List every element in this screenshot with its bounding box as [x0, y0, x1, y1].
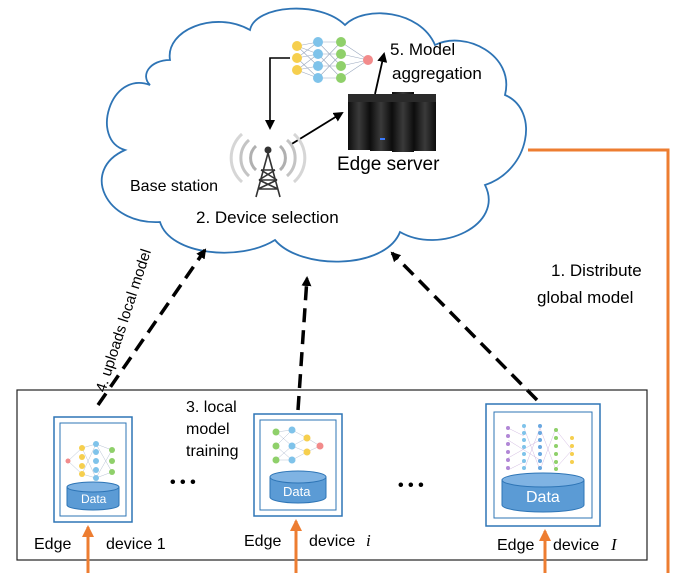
edge-server-label: Edge server — [337, 154, 440, 175]
local-model-nn-icon — [272, 426, 324, 464]
device-i-label: device — [309, 533, 355, 550]
cloud-shape — [100, 7, 527, 263]
edge-device-1: Data — [53, 416, 133, 523]
device-i-edge-label: Edge — [244, 533, 281, 550]
data-label: Data — [81, 492, 107, 506]
data-label: Data — [283, 484, 311, 499]
data-cylinder-icon — [269, 470, 327, 504]
step3-label-line1: 3. local — [186, 399, 237, 416]
model-to-base-arrow — [265, 57, 290, 130]
step2-label: 2. Device selection — [196, 208, 339, 227]
distribute-line — [528, 148, 670, 573]
step5-label-line2: aggregation — [392, 64, 482, 83]
data-label: Data — [526, 489, 560, 506]
step1-label-line1: 1. Distribute — [551, 261, 642, 280]
device-I-edge-label: Edge — [497, 537, 534, 554]
devices-panel — [16, 389, 648, 561]
local-model-nn-icon — [65, 441, 115, 481]
device-1-label: device 1 — [106, 536, 166, 553]
device-1-edge-label: Edge — [34, 536, 71, 553]
edge-device-i: Data — [253, 413, 343, 517]
step4-label: 4. uploads local model — [93, 247, 155, 394]
device-I-label: device — [553, 537, 599, 554]
global-model-nn-icon — [292, 37, 373, 83]
step3-label-line3: training — [186, 443, 238, 460]
base-station-icon — [229, 132, 307, 198]
step5-label-line1: 5. Model — [390, 40, 455, 59]
data-cylinder-icon — [501, 472, 585, 513]
step3-label-line2: model — [186, 421, 230, 438]
edge-server-icon — [348, 92, 436, 152]
data-cylinder-icon — [66, 481, 120, 511]
edge-device-I: Data — [485, 403, 601, 527]
local-model-nn-icon — [506, 424, 574, 471]
step1-label-line2: global model — [537, 288, 633, 307]
upload-arrow-device-I — [390, 251, 539, 402]
upload-arrow-device-i — [296, 276, 312, 411]
aggregation-arrow — [374, 52, 388, 95]
ellipsis-2: • • • — [398, 477, 424, 494]
ellipsis-1: • • • — [170, 474, 196, 491]
device-i-index: i — [366, 531, 371, 550]
upload-arrow-device-1 — [96, 248, 207, 406]
base-station-label: Base station — [130, 178, 218, 195]
device-I-index: I — [610, 535, 618, 554]
